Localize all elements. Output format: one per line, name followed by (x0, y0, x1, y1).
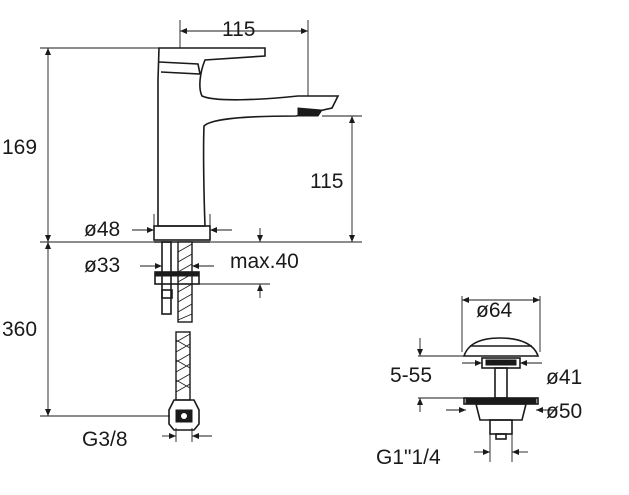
dim-spout-width: 115 (222, 18, 255, 41)
dim-hose-connection: G3/8 (82, 428, 128, 451)
dim-spout-height: 115 (310, 170, 343, 193)
dim-body-height: 169 (2, 136, 37, 159)
dim-flange-diameter: ø41 (546, 366, 582, 389)
spout-aerator (297, 107, 323, 117)
drain-thread (489, 419, 513, 435)
faucet-base (153, 225, 211, 241)
dim-adjust-range: 5-55 (390, 364, 432, 387)
dim-hose-length: 360 (2, 318, 37, 341)
dim-nut-diameter: ø50 (546, 400, 582, 423)
dim-max-deck-thickness: max.40 (230, 250, 299, 273)
faucet-drawing (40, 20, 362, 442)
dim-base-diameter: ø48 (84, 218, 120, 241)
dim-cap-diameter: ø64 (476, 299, 513, 322)
dim-thread: G1"1/4 (376, 446, 441, 469)
drain-cap (462, 337, 540, 357)
hose-connector-nut (168, 399, 200, 431)
faucet-body (157, 47, 340, 227)
fixing-nut (154, 271, 200, 285)
faucet-lever (158, 61, 201, 75)
drain-waste-drawing (417, 296, 556, 462)
shank-right (177, 241, 193, 323)
shank-left (161, 241, 172, 315)
dim-shank-diameter: ø33 (84, 254, 120, 277)
flexible-hose (175, 331, 191, 401)
